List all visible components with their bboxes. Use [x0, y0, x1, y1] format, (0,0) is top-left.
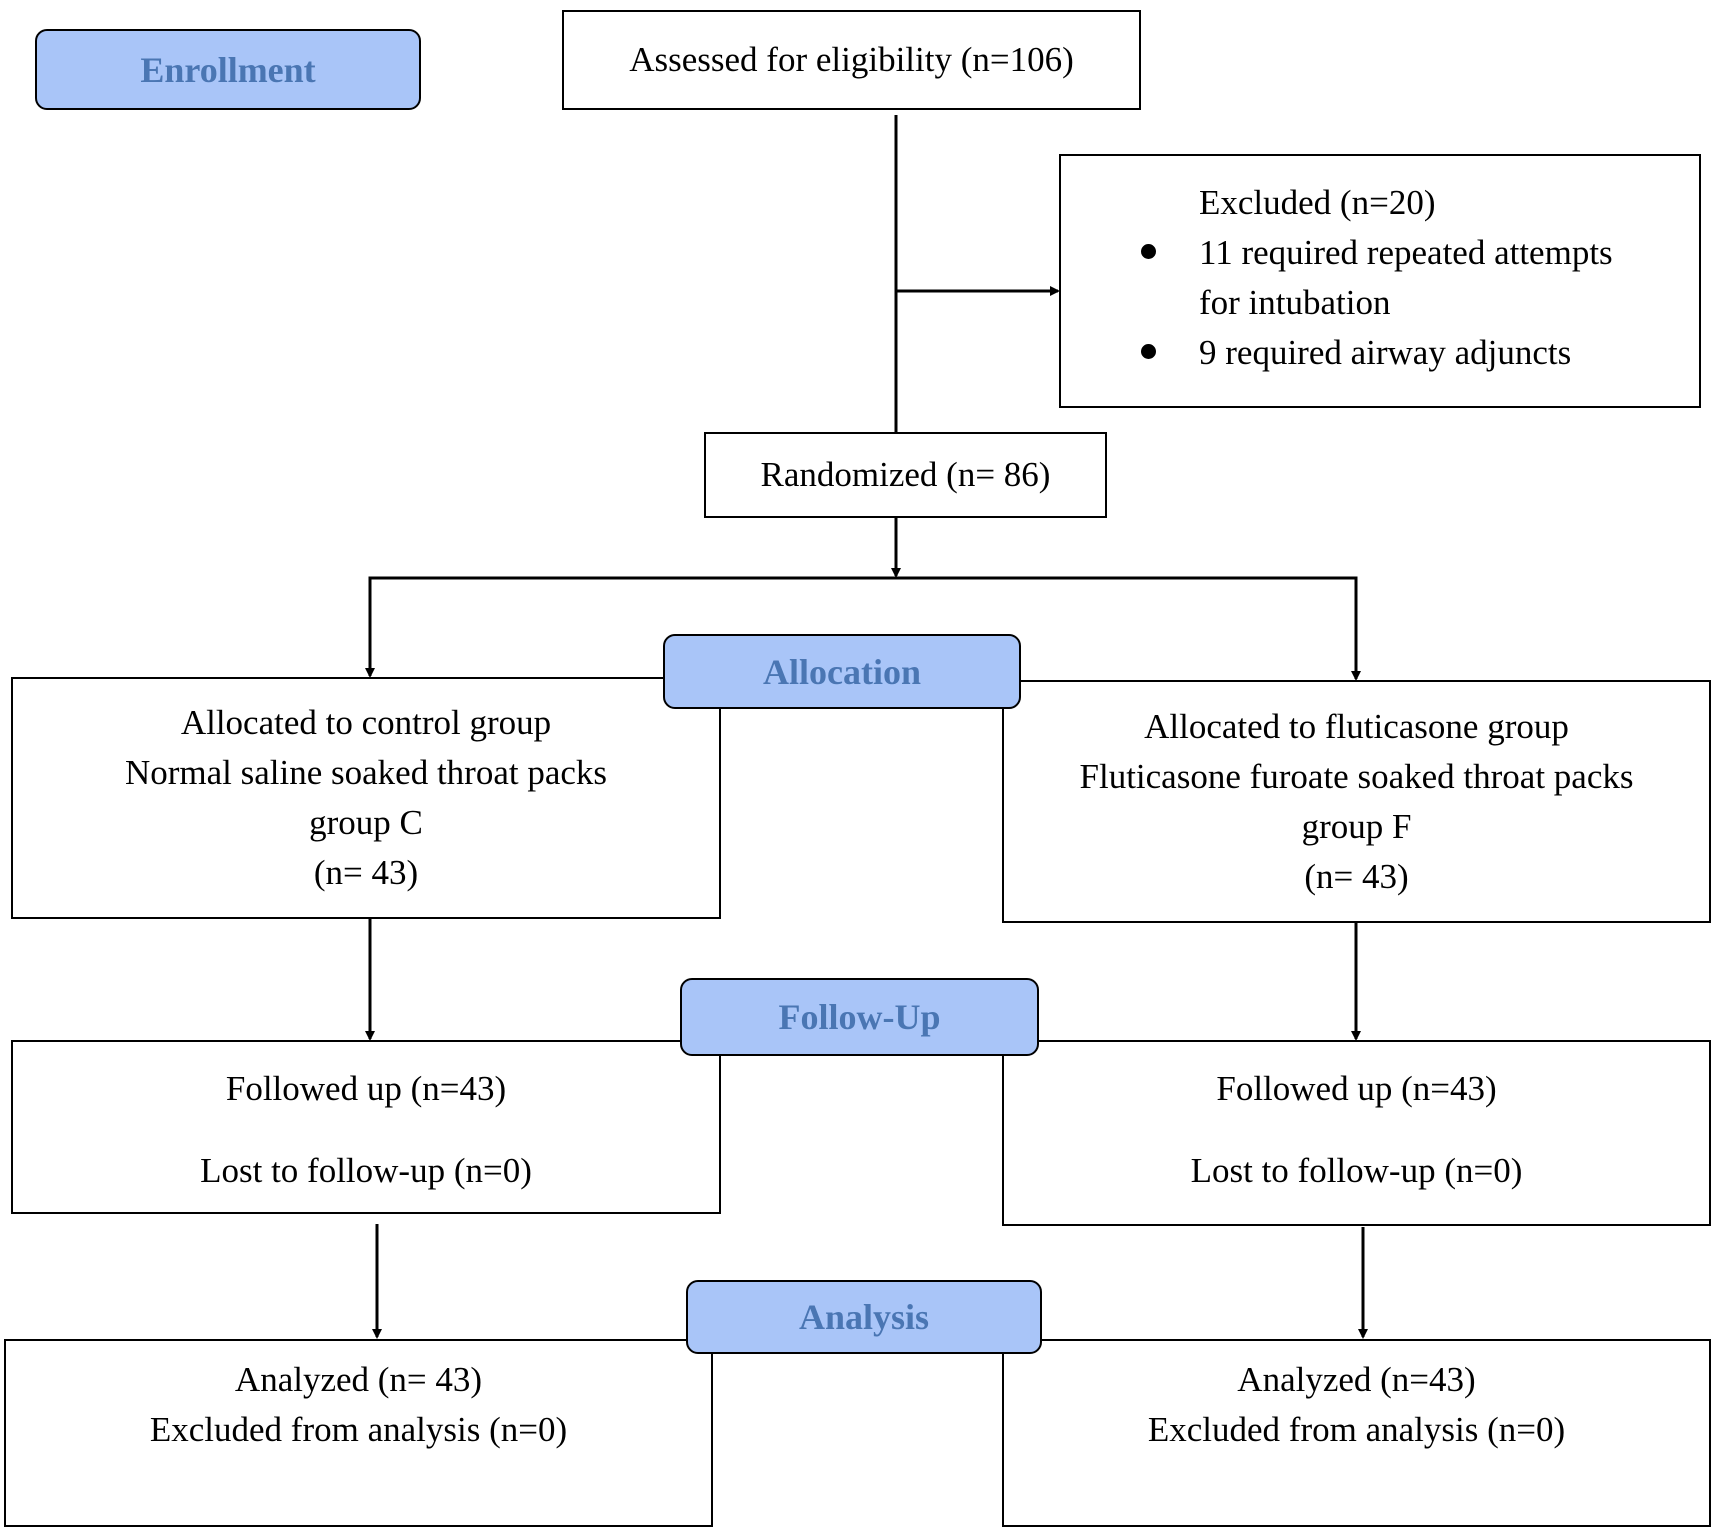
analysis-stage-label: Analysis	[686, 1280, 1042, 1354]
randomized-text: Randomized (n= 86)	[760, 455, 1051, 494]
exclusion-reason-item: 9 required airway adjuncts	[1141, 328, 1699, 378]
control-analysis-box: Analyzed (n= 43) Excluded from analysis …	[4, 1339, 713, 1527]
control-allocation-line: Normal saline soaked throat packs	[124, 753, 608, 792]
control-analyzed: Analyzed (n= 43)	[234, 1360, 483, 1399]
control-allocation-line: (n= 43)	[313, 853, 419, 892]
control-followup-box: Followed up (n=43) Lost to follow-up (n=…	[11, 1040, 721, 1214]
fluticasone-allocation-line: Allocated to fluticasone group	[1144, 706, 1569, 746]
analysis-label: Analysis	[798, 1297, 930, 1337]
assessed-box: Assessed for eligibility (n=106)	[562, 10, 1141, 110]
excluded-box: Excluded (n=20) 11 required repeated att…	[1059, 154, 1701, 408]
exclusion-reasons-list: 11 required repeated attempts for intuba…	[1141, 228, 1699, 378]
fluticasone-excluded-analysis: Excluded from analysis (n=0)	[1147, 1410, 1566, 1449]
allocation-stage-label: Allocation	[663, 634, 1021, 709]
fluticasone-followed-up: Followed up (n=43)	[1216, 1069, 1497, 1108]
bullet-icon	[1141, 244, 1156, 259]
exclusion-reason-continuation: for intubation	[1199, 283, 1391, 322]
fluticasone-allocation-box: Allocated to fluticasone group Fluticaso…	[1002, 680, 1711, 923]
enrollment-label: Enrollment	[140, 49, 316, 90]
fluticasone-allocation-line: Fluticasone furoate soaked throat packs	[1079, 756, 1634, 796]
exclusion-reason-item: 11 required repeated attempts	[1141, 228, 1699, 278]
fluticasone-allocation-line: (n= 43)	[1304, 856, 1409, 896]
excluded-title: Excluded (n=20)	[1199, 183, 1436, 222]
control-lost-to-followup: Lost to follow-up (n=0)	[200, 1151, 532, 1190]
control-allocation-line: group C	[309, 803, 423, 842]
control-allocation-box: Allocated to control group Normal saline…	[11, 677, 721, 919]
fluticasone-allocation-line: group F	[1301, 806, 1412, 846]
control-allocation-line: Allocated to control group	[180, 703, 552, 742]
control-followed-up: Followed up (n=43)	[225, 1069, 507, 1108]
enrollment-stage-label: Enrollment	[35, 29, 421, 110]
followup-label: Follow-Up	[778, 997, 941, 1037]
fluticasone-analyzed: Analyzed (n=43)	[1237, 1360, 1476, 1399]
fluticasone-analysis-box: Analyzed (n=43) Excluded from analysis (…	[1002, 1339, 1711, 1527]
bullet-icon	[1141, 344, 1156, 359]
assessed-text: Assessed for eligibility (n=106)	[629, 40, 1074, 79]
allocation-label: Allocation	[763, 651, 921, 692]
followup-stage-label: Follow-Up	[680, 978, 1039, 1056]
fluticasone-lost-to-followup: Lost to follow-up (n=0)	[1190, 1151, 1523, 1190]
fluticasone-followup-box: Followed up (n=43) Lost to follow-up (n=…	[1002, 1040, 1711, 1226]
randomized-box: Randomized (n= 86)	[704, 432, 1107, 518]
control-excluded-analysis: Excluded from analysis (n=0)	[149, 1410, 568, 1449]
